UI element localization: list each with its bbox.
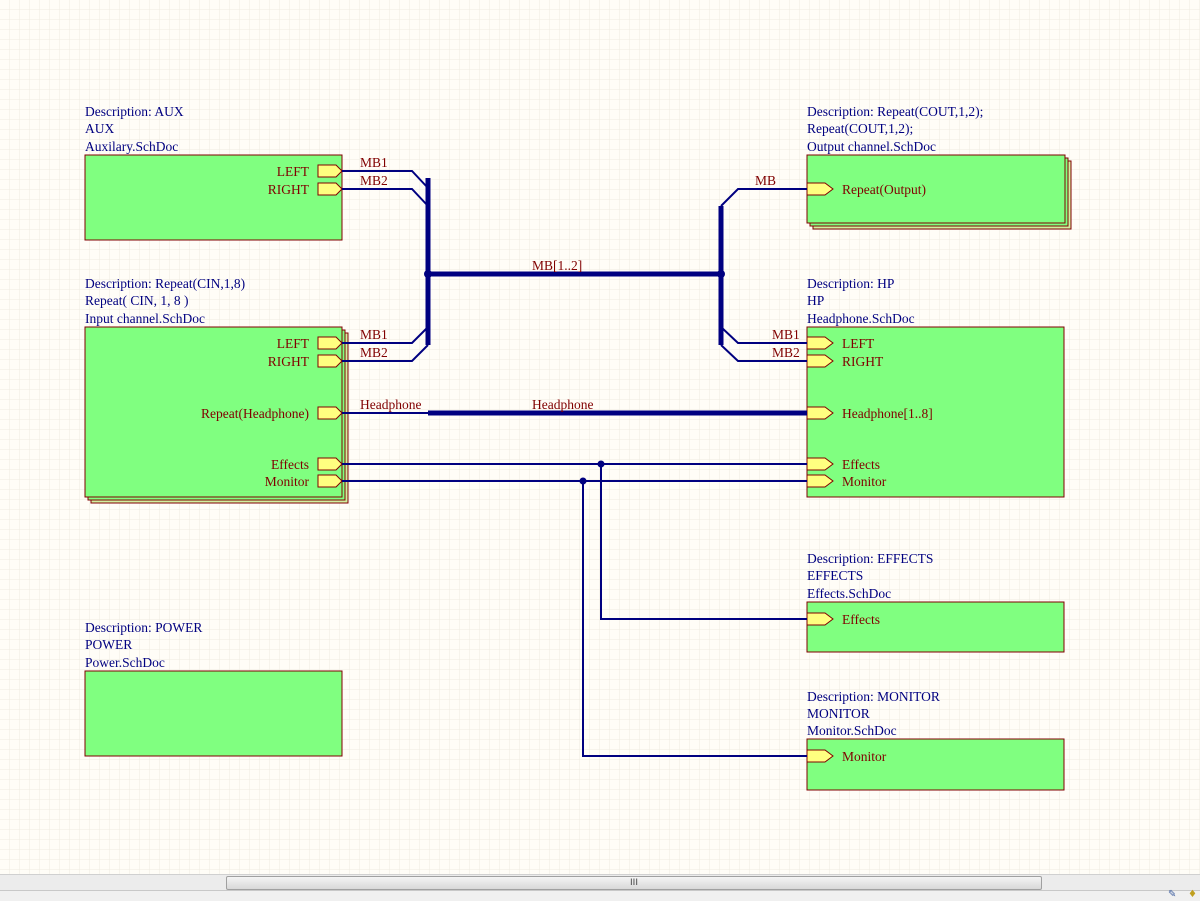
sheet-entry[interactable] <box>317 474 343 488</box>
sheet-symbol[interactable] <box>806 738 1065 791</box>
sheet-entry[interactable] <box>806 336 834 350</box>
sheet-entry[interactable] <box>806 354 834 368</box>
sheet-filename: Effects.SchDoc <box>807 586 891 601</box>
wire-monitor[interactable] <box>582 481 807 757</box>
sheet-aux[interactable]: Description: AUX AUX Auxilary.SchDoc LEF… <box>84 104 343 241</box>
schematic-canvas[interactable]: Description: AUX AUX Auxilary.SchDoc LEF… <box>0 0 1200 874</box>
net-label[interactable]: MB <box>755 173 776 188</box>
sheet-description: Description: Repeat(COUT,1,2); <box>807 104 983 119</box>
sheet-designator: Repeat(COUT,1,2); <box>807 121 913 136</box>
wires <box>342 170 807 757</box>
sheet-symbol[interactable] <box>806 601 1065 653</box>
junction <box>597 460 605 468</box>
sheet-description: Description: EFFECTS <box>807 551 933 566</box>
port-label: LEFT <box>277 336 310 351</box>
sheet-entry[interactable] <box>806 182 834 196</box>
sheet-power[interactable]: Description: POWER POWER Power.SchDoc <box>84 620 343 757</box>
sheet-description: Description: Repeat(CIN,1,8) <box>85 276 245 291</box>
net-label[interactable]: MB2 <box>360 345 388 360</box>
sheet-description: Description: POWER <box>85 620 202 635</box>
scrollbar-grip: III <box>630 878 638 888</box>
net-label[interactable]: Headphone <box>360 397 421 412</box>
net-label[interactable]: MB2 <box>772 345 800 360</box>
sheet-designator: AUX <box>85 121 114 136</box>
sheet-entry[interactable] <box>806 749 834 763</box>
lightbulb-icon[interactable]: ♦ <box>1188 889 1197 900</box>
net-label[interactable]: MB1 <box>360 327 388 342</box>
port-label: Monitor <box>265 474 310 489</box>
sheet-entry[interactable] <box>317 406 343 420</box>
net-label[interactable]: MB1 <box>772 327 800 342</box>
wire[interactable] <box>720 188 807 207</box>
sheet-designator: HP <box>807 293 824 308</box>
sheet-symbol[interactable] <box>84 154 343 241</box>
port-label: Effects <box>271 457 309 472</box>
sheet-designator: EFFECTS <box>807 568 863 583</box>
sheet-entry[interactable] <box>806 406 834 420</box>
status-bar: ✎ ♦ <box>0 889 1200 901</box>
sheet-filename: Output channel.SchDoc <box>807 139 936 154</box>
sheet-filename: Input channel.SchDoc <box>85 311 205 326</box>
wire[interactable] <box>342 326 429 344</box>
sheet-filename: Monitor.SchDoc <box>807 723 897 738</box>
junction <box>424 270 432 278</box>
sheet-symbol[interactable] <box>806 326 1065 498</box>
net-label[interactable]: MB2 <box>360 173 388 188</box>
port-label: RIGHT <box>268 182 310 197</box>
junction <box>579 477 587 485</box>
wire-effects[interactable] <box>600 464 807 620</box>
net-label[interactable]: Headphone <box>532 397 593 412</box>
sheet-input-channel[interactable]: Description: Repeat(CIN,1,8) Repeat( CIN… <box>84 276 349 504</box>
sheet-entry[interactable] <box>806 612 834 626</box>
port-label: Effects <box>842 612 880 627</box>
sheet-entry[interactable] <box>317 182 343 196</box>
pencil-icon[interactable]: ✎ <box>1168 889 1177 900</box>
sheet-symbol[interactable] <box>84 670 343 757</box>
port-label: RIGHT <box>268 354 310 369</box>
sheet-entry[interactable] <box>806 474 834 488</box>
sheet-designator: POWER <box>85 637 132 652</box>
sheet-entry[interactable] <box>317 354 343 368</box>
sheet-description: Description: MONITOR <box>807 689 940 704</box>
port-label: Repeat(Headphone) <box>201 406 309 421</box>
sheet-description: Description: HP <box>807 276 894 291</box>
port-label: LEFT <box>277 164 310 179</box>
sheet-description: Description: AUX <box>85 104 184 119</box>
sheet-designator: MONITOR <box>807 706 870 721</box>
net-label[interactable]: MB[1..2] <box>532 258 582 273</box>
horizontal-scrollbar[interactable]: III <box>0 874 1200 890</box>
scrollbar-thumb[interactable]: III <box>226 876 1042 890</box>
wire[interactable] <box>720 344 807 362</box>
wire[interactable] <box>342 170 429 189</box>
sheet-filename: Headphone.SchDoc <box>807 311 915 326</box>
wire[interactable] <box>342 344 429 362</box>
sheet-effects[interactable]: Description: EFFECTS EFFECTS Effects.Sch… <box>806 551 1065 653</box>
port-label: Monitor <box>842 474 887 489</box>
junction <box>717 270 725 278</box>
wire[interactable] <box>342 188 429 207</box>
wire[interactable] <box>720 326 807 344</box>
port-label: Repeat(Output) <box>842 182 926 197</box>
sheet-monitor[interactable]: Description: MONITOR MONITOR Monitor.Sch… <box>806 689 1065 791</box>
sheet-entry[interactable] <box>317 336 343 350</box>
sheet-filename: Power.SchDoc <box>85 655 165 670</box>
sheet-filename: Auxilary.SchDoc <box>85 139 178 154</box>
port-label: Monitor <box>842 749 887 764</box>
sheet-output-channel[interactable]: Description: Repeat(COUT,1,2); Repeat(CO… <box>806 104 1072 230</box>
port-label: RIGHT <box>842 354 884 369</box>
sheet-designator: Repeat( CIN, 1, 8 ) <box>85 293 188 308</box>
port-label: LEFT <box>842 336 875 351</box>
sheet-entry[interactable] <box>317 164 343 178</box>
net-label[interactable]: MB1 <box>360 155 388 170</box>
sheet-entry[interactable] <box>317 457 343 471</box>
sheet-headphone[interactable]: Description: HP HP Headphone.SchDoc LEFT… <box>806 276 1065 498</box>
sheet-symbol[interactable] <box>806 154 1066 224</box>
sheet-symbol[interactable] <box>84 326 343 498</box>
port-label: Effects <box>842 457 880 472</box>
port-label: Headphone[1..8] <box>842 406 933 421</box>
sheet-entry[interactable] <box>806 457 834 471</box>
